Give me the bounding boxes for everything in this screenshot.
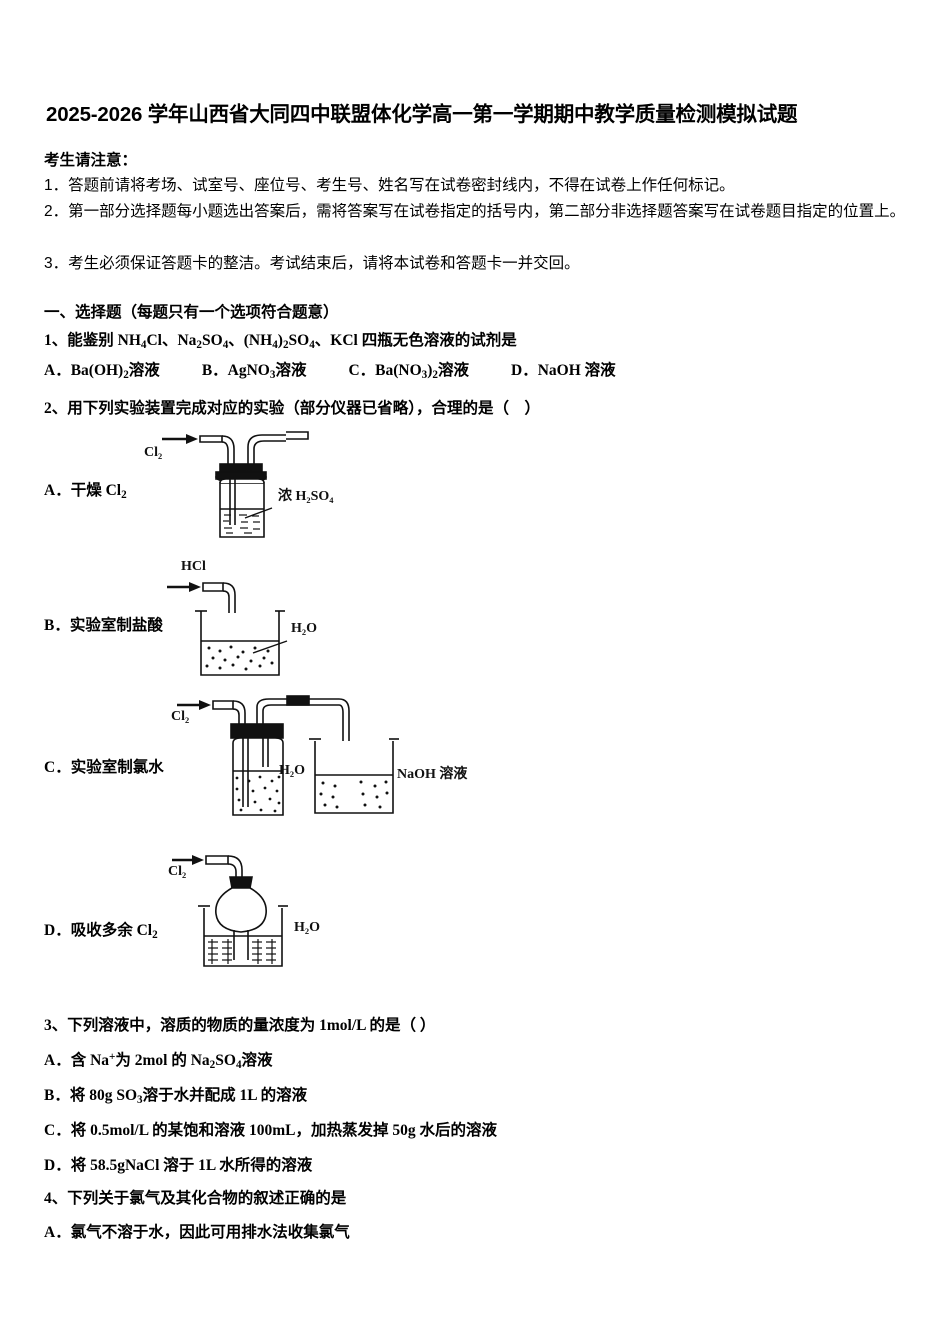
page-title: 2025-2026 学年山西省大同四中联盟体化学高一第一学期期中教学质量检测模拟…	[46, 103, 798, 126]
figure-d-gas-label: Cl₂	[168, 864, 187, 879]
figure-c-absorb-label: NaOH 溶液	[397, 767, 468, 782]
question-3-option-d: D．将 58.5gNaCl 溶于 1L 水所得的溶液	[44, 1157, 313, 1174]
figure-c-gas-label: Cl₂	[171, 709, 190, 724]
figure-d-inverted-funnel: Cl₂ H₂O	[168, 852, 390, 972]
question-1-stem: 1、能鉴别 NH4Cl、Na2SO4、(NH4)2SO4、KCl 四瓶无色溶液的…	[44, 332, 517, 351]
figure-c-liquid-label: H₂O	[279, 763, 305, 778]
notice-item-3: 3．考生必须保证答题卡的整洁。考试结束后，请将本试卷和答题卡一并交回。	[44, 255, 580, 272]
question-3-stem: 3、下列溶液中，溶质的物质的量浓度为 1mol/L 的是（ ）	[44, 1017, 436, 1034]
figure-b-beaker-with-tube: HCl H₂O	[165, 559, 365, 683]
question-2-choice-d-label: D．吸收多余 Cl2	[44, 922, 158, 941]
question-4-option-a: A．氯气不溶于水，因此可用排水法收集氯气	[44, 1224, 350, 1241]
question-2-choice-a-label: A．干燥 Cl2	[44, 482, 127, 501]
figure-a-gas-washing-bottle: Cl₂ 浓 H₂SO₄	[144, 425, 390, 550]
figure-a-gas-label: Cl₂	[144, 445, 163, 460]
question-2-stem: 2、用下列实验装置完成对应的实验（部分仪器已省略），合理的是（ ）	[44, 400, 541, 417]
question-2-choice-c-label: C．实验室制氯水	[44, 759, 164, 776]
section-heading: 一、选择题（每题只有一个选项符合题意）	[44, 304, 339, 321]
question-3-option-c: C．将 0.5mol/L 的某饱和溶液 100mL，加热蒸发掉 50g 水后的溶…	[44, 1122, 497, 1139]
figure-b-gas-label: HCl	[181, 559, 206, 574]
question-3-option-a: A．含 Na+为 2mol 的 Na2SO4溶液	[44, 1050, 273, 1071]
figure-b-liquid-label: H₂O	[291, 621, 317, 636]
figure-c-bottle-and-beaker: Cl₂ H₂O NaOH 溶液	[171, 693, 475, 823]
notice-heading: 考生请注意：	[44, 152, 138, 169]
question-3-option-b: B．将 80g SO3溶于水并配成 1L 的溶液	[44, 1087, 308, 1106]
question-2-choice-b-label: B．实验室制盐酸	[44, 617, 163, 634]
figure-a-reagent-label: 浓 H₂SO₄	[278, 489, 334, 504]
notice-item-1: 1．答题前请将考场、试室号、座位号、考生号、姓名写在试卷密封线内，不得在试卷上作…	[44, 177, 735, 194]
question-4-stem: 4、下列关于氯气及其化合物的叙述正确的是	[44, 1190, 347, 1207]
figure-d-liquid-label: H₂O	[294, 920, 320, 935]
notice-item-2: 2．第一部分选择题每小题选出答案后，需将答案写在试卷指定的括号内，第二部分非选择…	[44, 203, 906, 220]
